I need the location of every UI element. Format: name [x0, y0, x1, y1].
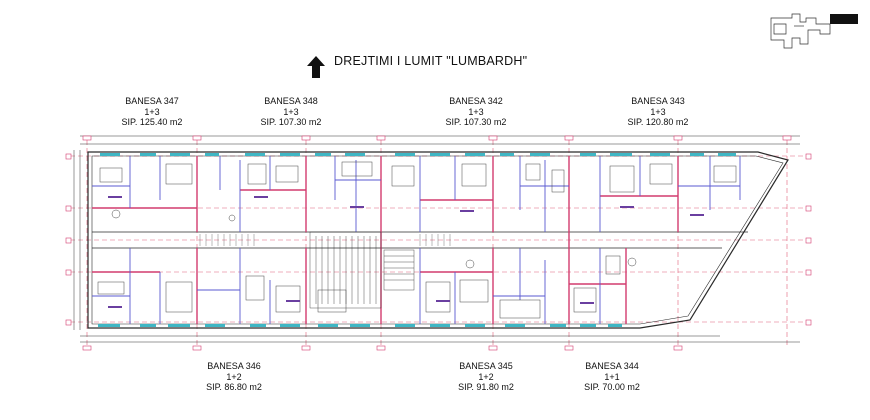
grid-markers [65, 135, 812, 351]
apartment-name: BANESA 346 [207, 361, 261, 371]
apartment-type: 1+3 [468, 106, 484, 117]
apartment-area: SIP. 70.00 m2 [584, 382, 640, 392]
key-plan-highlight [830, 14, 858, 24]
apartment-name: BANESA 347 [125, 96, 179, 106]
apartment-label-344: BANESA 344 1+1 SIP. 70.00 m2 [567, 361, 657, 393]
apartment-name: BANESA 343 [631, 96, 685, 106]
apartment-area: SIP. 107.30 m2 [260, 117, 322, 127]
apartment-label-342: BANESA 342 1+3 SIP. 107.30 m2 [431, 96, 521, 128]
corridor-hatch [199, 234, 451, 246]
key-plan-thumbnail [770, 13, 831, 49]
apartment-type: 1+2 [478, 371, 494, 382]
apartment-name: BANESA 348 [264, 96, 318, 106]
apartment-label-346: BANESA 346 1+2 SIP. 86.80 m2 [189, 361, 279, 393]
apartment-label-343: BANESA 343 1+3 SIP. 120.80 m2 [613, 96, 703, 128]
apartment-label-345: BANESA 345 1+2 SIP. 91.80 m2 [441, 361, 531, 393]
apartment-type: 1+3 [283, 106, 299, 117]
plan-annotations [108, 196, 704, 308]
apartment-area: SIP. 125.40 m2 [121, 117, 183, 127]
apartment-area: SIP. 91.80 m2 [458, 382, 514, 392]
interior-partitions [92, 156, 741, 324]
apartment-name: BANESA 342 [449, 96, 503, 106]
apartment-area: SIP. 120.80 m2 [627, 117, 689, 127]
apartment-label-348: BANESA 348 1+3 SIP. 107.30 m2 [246, 96, 336, 128]
windows [98, 153, 736, 327]
fixtures [97, 161, 737, 319]
apartment-area: SIP. 107.30 m2 [445, 117, 507, 127]
apartment-type: 1+3 [144, 106, 160, 117]
apartment-name: BANESA 345 [459, 361, 513, 371]
apartment-type: 1+2 [226, 371, 242, 382]
arrow-up-icon [307, 56, 325, 78]
apartment-type: 1+3 [650, 106, 666, 117]
building-outline [87, 151, 789, 329]
stair-core [309, 231, 415, 309]
apartment-name: BANESA 344 [585, 361, 639, 371]
apartment-type: 1+1 [604, 371, 620, 382]
apartment-area: SIP. 86.80 m2 [206, 382, 262, 392]
apartment-label-347: BANESA 347 1+3 SIP. 125.40 m2 [107, 96, 197, 128]
river-direction-label: DREJTIMI I LUMIT "LUMBARDH" [334, 54, 528, 68]
grid-lines [70, 140, 810, 345]
